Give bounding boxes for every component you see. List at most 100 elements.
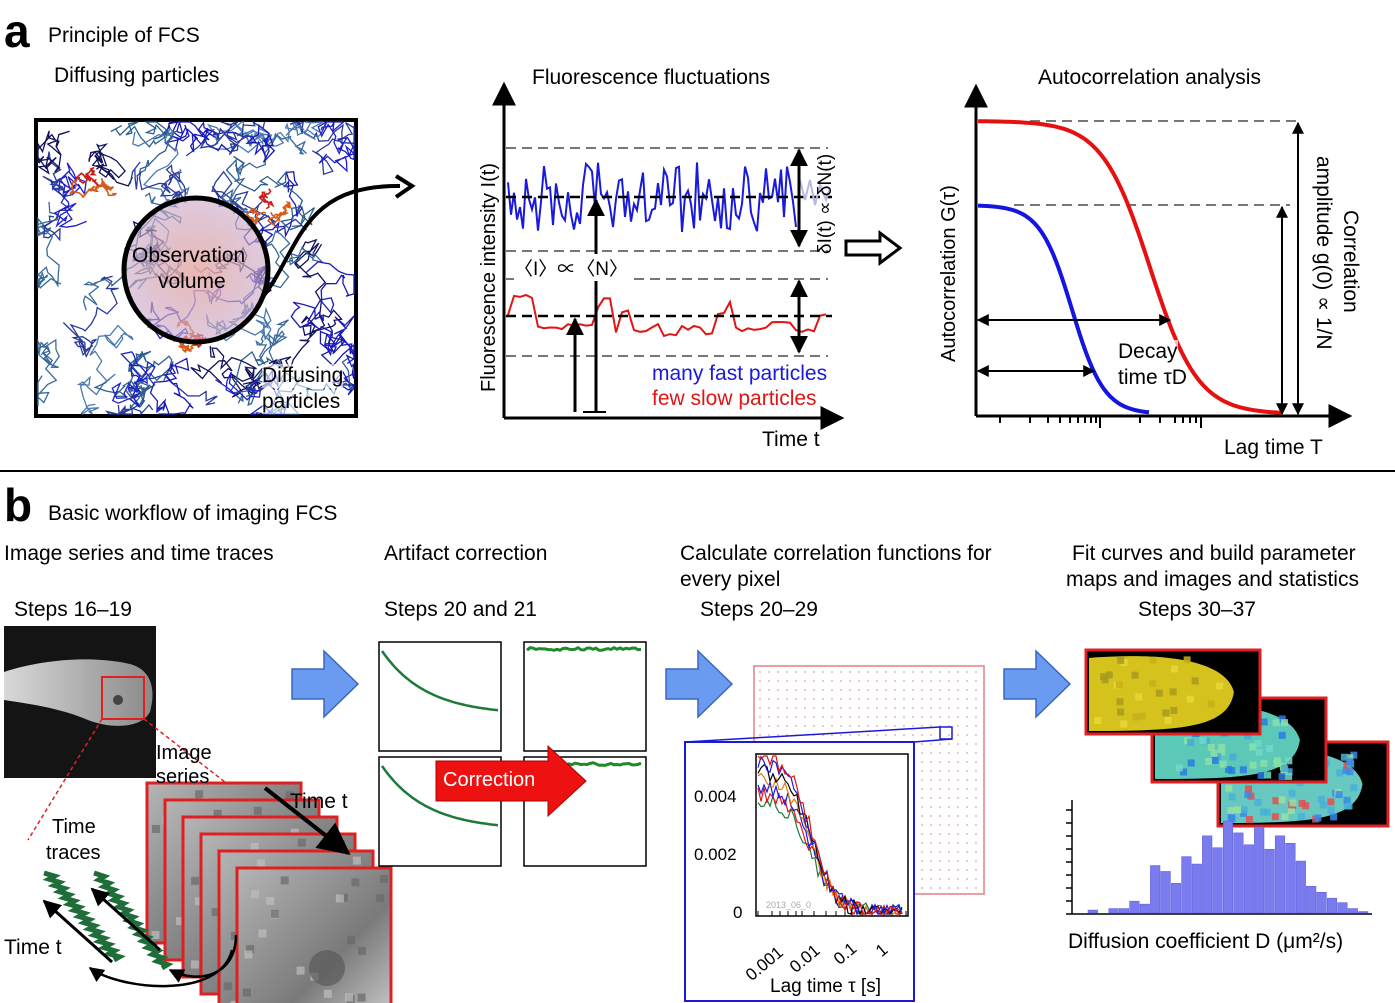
col2-steps: Steps 20 and 21 — [384, 598, 537, 621]
pixel-dot — [912, 671, 914, 673]
decay-label-1: Decay — [1118, 340, 1178, 364]
random-walk — [149, 357, 194, 415]
slow-walk — [178, 337, 196, 354]
pixel-dot — [948, 851, 950, 853]
random-walk — [36, 130, 70, 175]
pixel-dot — [894, 680, 896, 682]
pixel-dot — [876, 689, 878, 691]
pixel-dot — [957, 680, 959, 682]
pixel-dot — [822, 689, 824, 691]
pixel-dot — [930, 734, 932, 736]
stack-time-label: Time t — [290, 790, 348, 813]
pixel-dot — [957, 824, 959, 826]
pixel-dot — [885, 689, 887, 691]
pixel-dot — [903, 725, 905, 727]
diffusing-header: Diffusing particles — [54, 64, 220, 87]
random-walk — [243, 171, 303, 246]
pixel-dot — [966, 887, 968, 889]
pixel-dot — [957, 842, 959, 844]
pixel-dot — [975, 770, 977, 772]
pixel-dot — [813, 680, 815, 682]
pixel-dot — [930, 725, 932, 727]
pixel-dot — [849, 698, 851, 700]
pixel-dot — [939, 860, 941, 862]
pixel-dot — [813, 725, 815, 727]
pixel-dot — [912, 707, 914, 709]
pixel-dot — [948, 779, 950, 781]
pixel-dot — [966, 716, 968, 718]
pixel-dot — [957, 869, 959, 871]
pixel-dot — [903, 698, 905, 700]
pixel-dot — [948, 833, 950, 835]
pixel-dot — [948, 824, 950, 826]
pixel-dot — [948, 887, 950, 889]
pixel-dot — [921, 743, 923, 745]
pixel-dot — [849, 707, 851, 709]
pixel-dot — [786, 680, 788, 682]
pixel-dot — [966, 689, 968, 691]
pixel-dot — [966, 824, 968, 826]
pixel-dot — [939, 743, 941, 745]
pixel-dot — [759, 707, 761, 709]
pixel-dot — [975, 707, 977, 709]
pixel-dot — [966, 743, 968, 745]
image-series-label-1: Image — [156, 742, 212, 764]
random-walk — [220, 134, 307, 231]
slow-walk — [267, 200, 292, 226]
hist-bar — [1233, 832, 1244, 914]
col3-header-1: Calculate correlation functions for — [680, 542, 992, 565]
pixel-dot — [831, 689, 833, 691]
correlation-curve — [757, 772, 903, 915]
pixel-dot — [930, 698, 932, 700]
pixel-dot — [921, 851, 923, 853]
hist-bar — [1222, 820, 1234, 914]
pixel-dot — [930, 779, 932, 781]
diffusing-label-1: Diffusing — [262, 364, 344, 388]
histogram — [1066, 800, 1372, 915]
pixel-dot — [858, 725, 860, 727]
pixel-dot — [777, 698, 779, 700]
pixel-dot — [804, 707, 806, 709]
pixel-dot — [939, 716, 941, 718]
pixel-dot — [930, 689, 932, 691]
pixel-dot — [975, 842, 977, 844]
pixel-dot — [795, 671, 797, 673]
random-walk — [105, 373, 218, 416]
panel-b-letter: b — [4, 479, 33, 531]
pixel-dot — [804, 680, 806, 682]
pixel-dot — [939, 869, 941, 871]
pixel-dot — [948, 860, 950, 862]
pixel-dot — [921, 734, 923, 736]
pixel-dot — [912, 725, 914, 727]
hist-bar — [1326, 897, 1338, 914]
cell-image — [4, 626, 249, 841]
pixel-dot — [975, 743, 977, 745]
pixel-dot — [903, 680, 905, 682]
random-walk — [111, 351, 156, 408]
pixel-dot — [885, 725, 887, 727]
auto-ylabel: Autocorrelation G(τ) — [938, 185, 960, 362]
pixel-dot — [930, 788, 932, 790]
pixel-dot — [921, 824, 923, 826]
pixel-dot — [858, 716, 860, 718]
pixel-dot — [921, 707, 923, 709]
pixel-dot — [768, 716, 770, 718]
pixel-dot — [957, 725, 959, 727]
col1-steps: Steps 16–19 — [14, 598, 132, 621]
pixel-dot — [795, 689, 797, 691]
pixel-dot — [948, 716, 950, 718]
hist-bar — [1295, 860, 1306, 914]
random-walk — [185, 120, 266, 157]
slow-trace — [507, 293, 827, 338]
pixel-dot — [957, 797, 959, 799]
pixel-dot — [975, 815, 977, 817]
pixel-dot — [930, 716, 932, 718]
pixel-dot — [957, 698, 959, 700]
hist-bar — [1316, 891, 1327, 914]
pixel-dot — [939, 887, 941, 889]
pixel-dot — [930, 770, 932, 772]
pixel-dot — [921, 878, 923, 880]
pixel-dot — [930, 671, 932, 673]
amp-label-1: Correlation — [1339, 210, 1362, 313]
traces-time-label: Time t — [4, 936, 62, 959]
